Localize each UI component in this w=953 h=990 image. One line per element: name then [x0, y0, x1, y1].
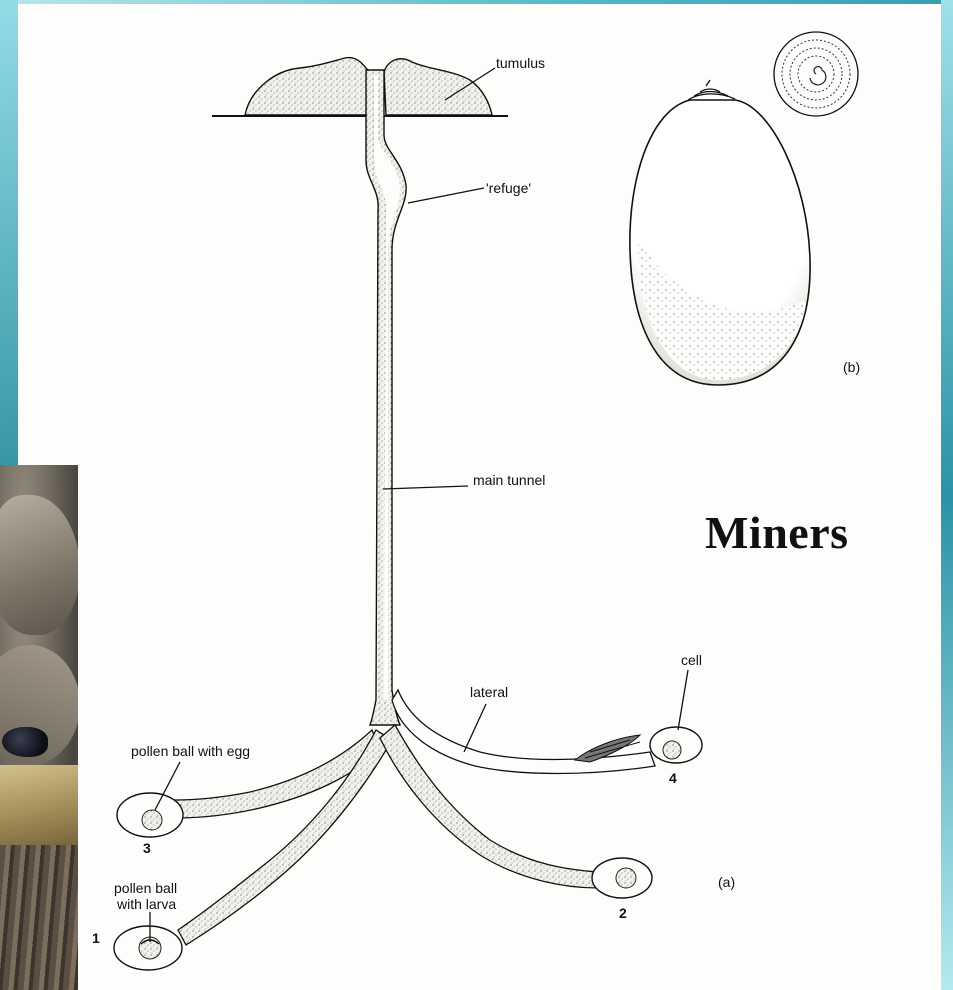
tumulus-mound-left: [245, 58, 370, 115]
pollen-ball-3: [142, 810, 162, 830]
pollen-ball-4: [663, 741, 681, 759]
cell-number-3: 3: [143, 840, 151, 856]
label-lateral: lateral: [470, 684, 508, 700]
label-tumulus: tumulus: [496, 55, 545, 71]
label-cell: cell: [681, 652, 702, 668]
lateral-tunnel-1: [178, 730, 392, 945]
leader-refuge: [408, 188, 484, 203]
label-refuge: 'refuge': [486, 180, 531, 196]
cell-number-2: 2: [619, 905, 627, 921]
leader-lateral: [464, 704, 486, 752]
label-pollen-ball-larva-line2: with larva: [116, 896, 176, 912]
label-pollen-ball-egg: pollen ball with egg: [131, 743, 250, 759]
cell-number-1: 1: [92, 930, 100, 946]
tumulus-mound-right: [384, 59, 492, 115]
page-title: Miners: [705, 506, 849, 559]
leader-main-tunnel: [383, 486, 468, 489]
pollen-ball-2: [616, 868, 636, 888]
label-main-tunnel: main tunnel: [473, 472, 545, 488]
label-panel-a: (a): [718, 874, 735, 890]
lateral-tunnel-4: [392, 690, 655, 774]
spiral-cap-top-view: [774, 32, 858, 116]
label-panel-b: (b): [843, 359, 860, 375]
lateral-tunnel-2: [380, 725, 598, 888]
cell-number-4: 4: [669, 770, 677, 786]
cell-cap: [688, 80, 735, 100]
leader-cell: [678, 670, 688, 730]
label-pollen-ball-larva-line1: pollen ball: [114, 880, 177, 896]
